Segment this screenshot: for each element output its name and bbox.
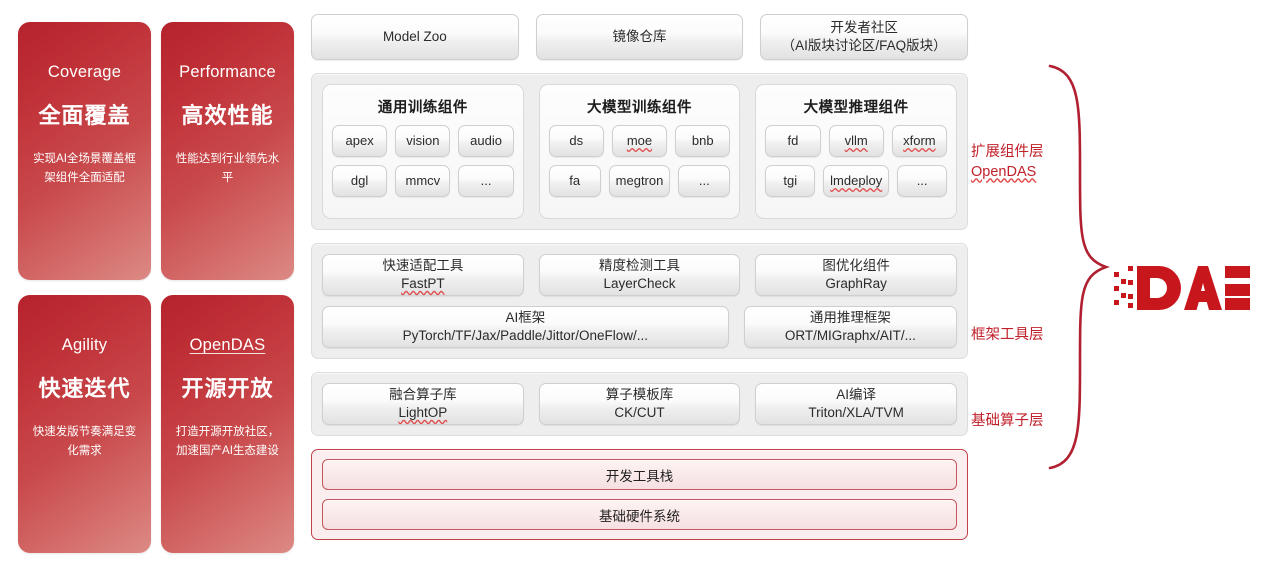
base-bar-hardware-system[interactable]: 基础硬件系统 <box>322 499 957 530</box>
feature-card-en-title: Agility <box>61 336 108 354</box>
component-group-llm-inference: 大模型推理组件 fd vllm xform tgi lmdeploy ... <box>755 84 958 219</box>
group-title: 大模型训练组件 <box>587 100 692 116</box>
base-bar-dev-toolchain[interactable]: 开发工具栈 <box>322 459 957 490</box>
feature-card-opendas[interactable]: OpenDAS 开源开放 打造开源开放社区，加速国产AI生态建设 <box>161 295 294 553</box>
layer-label-operator: 基础算子层 <box>971 412 1044 432</box>
feature-card-en-title: Performance <box>179 63 276 81</box>
component-chip-vision[interactable]: vision <box>395 125 451 157</box>
operator-line2: CK/CUT <box>614 405 665 420</box>
layer-label-line1: 基础算子层 <box>971 413 1044 429</box>
component-group-llm-training: 大模型训练组件 ds moe bnb fa megtron ... <box>538 84 741 219</box>
chip-row: ds moe bnb <box>548 125 731 157</box>
framework-ai-frameworks[interactable]: AI框架 PyTorch/TF/Jax/Paddle/Jittor/OneFlo… <box>322 306 729 348</box>
extension-component-layer-panel: 通用训练组件 apex vision audio dgl mmcv ... 大模… <box>311 73 968 230</box>
layer-label-line1: 框架工具层 <box>971 327 1044 343</box>
component-chip-dgl[interactable]: dgl <box>332 165 388 197</box>
tool-layercheck[interactable]: 精度检测工具 LayerCheck <box>538 254 741 296</box>
component-chip-more[interactable]: ... <box>458 165 514 197</box>
component-chip-bnb[interactable]: bnb <box>675 125 731 157</box>
chip-row: fa megtron ... <box>548 165 731 197</box>
component-chip-tgi[interactable]: tgi <box>765 165 816 197</box>
tool-line2: LayerCheck <box>603 276 676 291</box>
chip-row: dgl mmcv ... <box>332 165 514 197</box>
feature-card-cn-title: 快速迭代 <box>38 376 131 402</box>
operator-ai-compiler[interactable]: AI编译 Triton/XLA/TVM <box>755 383 958 425</box>
operator-lightop[interactable]: 融合算子库 LightOP <box>322 383 524 425</box>
component-chip-megtron[interactable]: megtron <box>608 165 671 197</box>
component-chip-xform[interactable]: xform <box>891 125 947 157</box>
feature-card-cn-title: 开源开放 <box>181 376 274 402</box>
operator-line1: AI编译 <box>836 386 877 402</box>
feature-card-agility[interactable]: Agility 快速迭代 快速发版节奏满足变化需求 <box>18 295 151 553</box>
component-chip-fd[interactable]: fd <box>765 125 821 157</box>
operator-layer-panel: 融合算子库 LightOP 算子模板库 CK/CUT AI编译 Triton/X… <box>311 372 968 436</box>
service-model-zoo[interactable]: Model Zoo <box>311 14 519 60</box>
component-chip-mmcv[interactable]: mmcv <box>395 165 451 197</box>
service-image-registry[interactable]: 镜像仓库 <box>535 14 744 60</box>
component-chip-audio[interactable]: audio <box>458 125 514 157</box>
feature-card-coverage[interactable]: Coverage 全面覆盖 实现AI全场景覆盖框架组件全面适配 <box>18 22 151 280</box>
das-logo-pixels <box>1114 266 1133 308</box>
framework-tool-layer-panel: 快速适配工具 FastPT 精度检测工具 LayerCheck 图优化组件 Gr… <box>311 243 968 359</box>
framework-inference-frameworks[interactable]: 通用推理框架 ORT/MIGraphx/AIT/... <box>743 306 957 348</box>
feature-card-group: Coverage 全面覆盖 实现AI全场景覆盖框架组件全面适配 Performa… <box>18 22 294 556</box>
feature-card-description: 打造开源开放社区，加速国产AI生态建设 <box>175 426 280 458</box>
layer-label-framework: 框架工具层 <box>971 326 1044 346</box>
group-title: 大模型推理组件 <box>803 100 909 116</box>
das-logo-wordmark <box>1137 266 1250 310</box>
tool-line1: 图优化组件 <box>822 257 890 273</box>
component-group-general-training: 通用训练组件 apex vision audio dgl mmcv ... <box>322 84 524 219</box>
component-chip-apex[interactable]: apex <box>332 125 388 157</box>
curly-brace-icon <box>1048 64 1110 470</box>
tool-line2: FastPT <box>401 276 445 291</box>
operator-ck-cut[interactable]: 算子模板库 CK/CUT <box>538 383 741 425</box>
component-chip-fa[interactable]: fa <box>548 165 601 197</box>
service-developer-community[interactable]: 开发者社区 （AI版块讨论区/FAQ版块） <box>760 14 969 60</box>
component-chip-ds[interactable]: ds <box>548 125 604 157</box>
framework-line2: PyTorch/TF/Jax/Paddle/Jittor/OneFlow/... <box>402 328 648 343</box>
framework-line1: 通用推理框架 <box>809 309 891 325</box>
operator-line1: 融合算子库 <box>389 386 457 402</box>
tool-graphray[interactable]: 图优化组件 GraphRay <box>755 254 958 296</box>
feature-card-en-title: OpenDAS <box>189 336 266 354</box>
chip-row: apex vision audio <box>332 125 514 157</box>
feature-card-en-title: Coverage <box>47 63 122 81</box>
chip-row: fd vllm xform <box>765 125 947 157</box>
framework-frameworks-row: AI框架 PyTorch/TF/Jax/Paddle/Jittor/OneFlo… <box>322 306 957 348</box>
operator-row: 融合算子库 LightOP 算子模板库 CK/CUT AI编译 Triton/X… <box>322 383 958 425</box>
feature-card-description: 性能达到行业领先水平 <box>175 153 280 185</box>
layer-label-extension: 扩展组件层 OpenDAS <box>971 143 1044 182</box>
framework-line2: ORT/MIGraphx/AIT/... <box>784 328 916 343</box>
layer-label-line2: OpenDAS <box>971 163 1037 180</box>
architecture-stack: Model Zoo 镜像仓库 开发者社区 （AI版块讨论区/FAQ版块） 通用训… <box>311 14 969 540</box>
component-chip-lmdeploy[interactable]: lmdeploy <box>823 165 890 197</box>
operator-line1: 算子模板库 <box>605 386 674 402</box>
feature-card-cn-title: 全面覆盖 <box>38 103 131 129</box>
base-layer-panel: 开发工具栈 基础硬件系统 <box>311 449 968 540</box>
operator-line2: Triton/XLA/TVM <box>808 405 904 420</box>
component-chip-more[interactable]: ... <box>897 165 948 197</box>
feature-card-description: 实现AI全场景覆盖框架组件全面适配 <box>33 153 136 185</box>
tool-line2: GraphRay <box>825 276 887 291</box>
service-line2: （AI版块讨论区/FAQ版块） <box>781 38 947 53</box>
feature-card-description: 快速发版节奏满足变化需求 <box>32 426 137 458</box>
top-services-row: Model Zoo 镜像仓库 开发者社区 （AI版块讨论区/FAQ版块） <box>311 14 969 60</box>
service-line1: 开发者社区 <box>830 19 898 35</box>
group-title: 通用训练组件 <box>377 100 468 116</box>
chip-row: tgi lmdeploy ... <box>765 165 948 197</box>
layer-label-line1: 扩展组件层 <box>971 144 1044 160</box>
component-chip-more[interactable]: ... <box>678 165 731 197</box>
framework-line1: AI框架 <box>505 309 546 325</box>
tool-line1: 快速适配工具 <box>382 257 464 273</box>
operator-line2: LightOP <box>398 405 448 420</box>
component-chip-vllm[interactable]: vllm <box>828 125 884 157</box>
component-chip-moe[interactable]: moe <box>611 125 668 157</box>
tool-fastpt[interactable]: 快速适配工具 FastPT <box>322 254 524 296</box>
das-logo <box>1114 266 1250 310</box>
feature-card-performance[interactable]: Performance 高效性能 性能达到行业领先水平 <box>161 22 294 280</box>
framework-tools-row: 快速适配工具 FastPT 精度检测工具 LayerCheck 图优化组件 Gr… <box>322 254 958 296</box>
feature-card-cn-title: 高效性能 <box>181 103 274 129</box>
tool-line1: 精度检测工具 <box>599 257 680 273</box>
